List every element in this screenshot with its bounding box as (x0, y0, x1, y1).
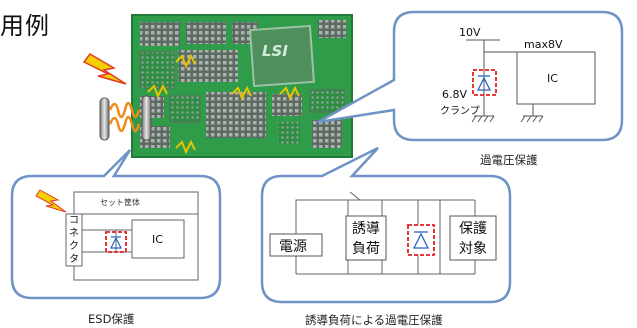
tvs-diode-icon (476, 75, 492, 91)
pcb-board (131, 14, 353, 158)
chassis-label: セット筐体 (100, 198, 140, 207)
clamp-voltage-label: 6.8V (442, 88, 468, 101)
esd-ic-label: IC (152, 233, 163, 246)
inductive-tvs-diode-icon (412, 231, 430, 249)
esd-caption: ESD保護 (88, 312, 135, 326)
target-label-line1: 保護 (459, 221, 487, 237)
overvoltage-caption: 過電圧保護 (480, 153, 538, 167)
ic-rating-label: max8V (524, 38, 563, 51)
esd-tvs-diode-icon (110, 236, 122, 249)
power-label: 電源 (279, 239, 307, 255)
page-title: 用例 (0, 12, 50, 40)
callout-overvoltage (317, 10, 624, 142)
lightning-icon (82, 53, 127, 85)
electrode-left-icon (99, 97, 110, 141)
callout-esd (10, 149, 222, 300)
connector-label: コネクタ (69, 215, 79, 265)
esd-lightning-icon (35, 189, 67, 213)
clamp-label: クランプ (440, 106, 480, 117)
load-label-line1: 誘導 (352, 221, 380, 237)
supply-voltage-label: 10V (459, 26, 481, 39)
load-label-line2: 負荷 (352, 241, 380, 257)
inductive-caption: 誘導負荷による過電圧保護 (305, 313, 443, 327)
spark-icon (108, 101, 141, 119)
ov-ic-label: IC (547, 72, 558, 85)
callout-inductive (260, 146, 512, 304)
electrode-right-icon (141, 95, 152, 141)
target-label-line2: 対象 (459, 241, 487, 257)
lsi-chip-label: LSI (262, 42, 288, 60)
